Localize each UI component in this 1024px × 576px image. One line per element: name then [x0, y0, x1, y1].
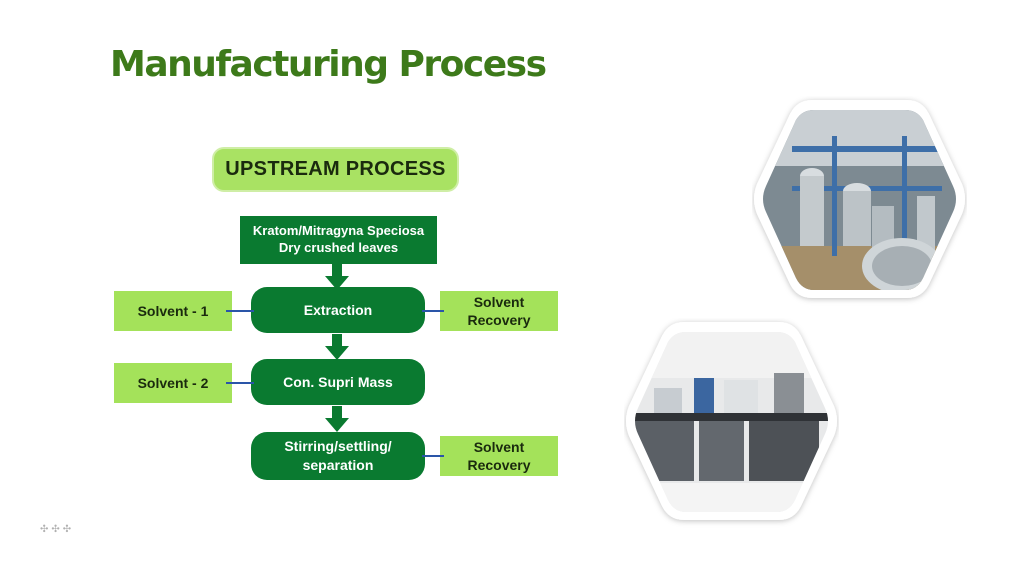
step-stirring-settling-separation: Stirring/settling/ separation	[251, 432, 425, 480]
down-arrow-icon	[325, 264, 349, 290]
slide-title: Manufacturing Process	[110, 44, 547, 85]
connector-line	[226, 310, 254, 312]
industrial-plant-photo	[754, 100, 965, 298]
solvent-recovery-box: Solvent Recovery	[440, 291, 558, 331]
solvent-recovery-box: Solvent Recovery	[440, 436, 558, 476]
solvent-2-box: Solvent - 2	[114, 363, 232, 403]
solvent-1-box: Solvent - 1	[114, 291, 232, 331]
step-extraction: Extraction	[251, 287, 425, 333]
upstream-process-header: UPSTREAM PROCESS	[212, 147, 459, 192]
step-con-supri-mass: Con. Supri Mass	[251, 359, 425, 405]
laboratory-photo	[626, 322, 837, 520]
down-arrow-icon	[325, 334, 349, 360]
connector-line	[226, 382, 254, 384]
plus-dots-icon: ✣✣✣	[40, 524, 75, 535]
down-arrow-icon	[325, 406, 349, 432]
connector-line	[422, 310, 444, 312]
raw-material-box: Kratom/Mitragyna Speciosa Dry crushed le…	[240, 216, 437, 264]
connector-line	[422, 455, 444, 457]
